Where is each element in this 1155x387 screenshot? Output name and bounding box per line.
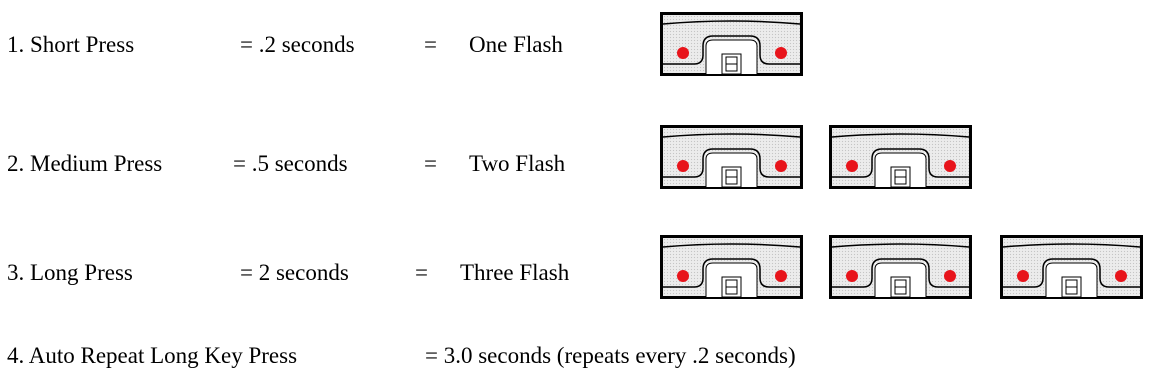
keypad-panel-icon bbox=[660, 12, 803, 76]
row-label: 4. Auto Repeat Long Key Press bbox=[7, 343, 298, 368]
led-right bbox=[775, 47, 787, 59]
row-label: 1. Short Press bbox=[7, 32, 135, 57]
row-equals: = bbox=[415, 260, 428, 285]
led-left bbox=[846, 270, 858, 282]
row-label: 2. Medium Press bbox=[7, 151, 163, 176]
keypad-panel-icon bbox=[660, 125, 803, 189]
led-right bbox=[1115, 270, 1127, 282]
keypad-panel-icon bbox=[829, 235, 972, 299]
led-right bbox=[775, 160, 787, 172]
row-equals: = bbox=[424, 32, 437, 57]
led-left bbox=[1017, 270, 1029, 282]
led-left bbox=[677, 47, 689, 59]
row-equals: = bbox=[424, 151, 437, 176]
keypad-panel-icon bbox=[1000, 235, 1143, 299]
row-result: Three Flash bbox=[460, 260, 570, 285]
led-right bbox=[944, 160, 956, 172]
keypad-panel-icon bbox=[660, 235, 803, 299]
row-duration: = 2 seconds bbox=[240, 260, 349, 285]
row-auto-repeat: 4. Auto Repeat Long Key Press = 3.0 seco… bbox=[7, 343, 796, 369]
led-left bbox=[677, 160, 689, 172]
led-right bbox=[775, 270, 787, 282]
row-result: One Flash bbox=[469, 32, 563, 57]
row-label: 3. Long Press bbox=[7, 260, 133, 285]
keypad-panel-icon bbox=[829, 125, 972, 189]
led-left bbox=[846, 160, 858, 172]
row-duration: = .5 seconds bbox=[233, 151, 348, 176]
row-result: Two Flash bbox=[469, 151, 566, 176]
row-duration: = .2 seconds bbox=[240, 32, 355, 57]
row-duration: = 3.0 seconds (repeats every .2 seconds) bbox=[425, 343, 796, 368]
led-right bbox=[944, 270, 956, 282]
led-left bbox=[677, 270, 689, 282]
